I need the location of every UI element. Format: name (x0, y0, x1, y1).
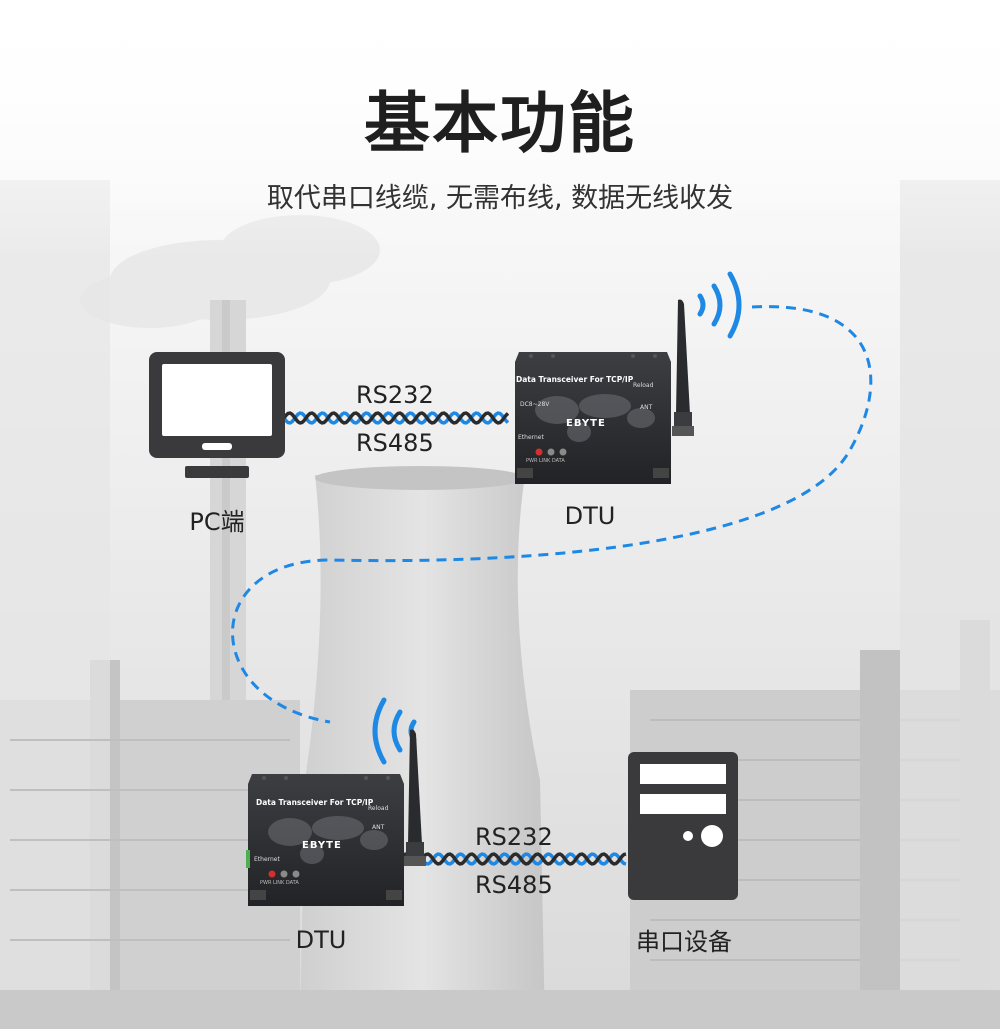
serial-device-icon (628, 752, 738, 900)
dtu-led-labels: PWR LINK DATA (260, 880, 299, 886)
dtu-device-bottom: Data Transceiver For TCP/IP Reload ANT E… (232, 697, 444, 912)
dtu-panel-title: Data Transceiver For TCP/IP (516, 375, 634, 384)
dtu-brand-logo: EBYTE (302, 840, 342, 851)
antenna-icon (404, 729, 426, 866)
dtu-ethernet-label: Ethernet (518, 434, 544, 441)
dtu-reload-label: Reload (368, 805, 389, 812)
dtu-panel-title: Data Transceiver For TCP/IP (256, 798, 374, 807)
dtu-reload-label: Reload (633, 382, 654, 389)
pc-monitor-icon (149, 352, 285, 478)
dtu-led-labels: PWR LINK DATA (526, 458, 565, 464)
link-label-bottom-rs485: RS485 (475, 871, 553, 899)
antenna-icon (672, 299, 694, 436)
node-label-dtu-top: DTU (564, 502, 616, 530)
cable-strand-dark (398, 852, 627, 866)
link-label-top-rs485: RS485 (356, 429, 434, 457)
link-label-top-rs232: RS232 (356, 381, 434, 409)
dtu-ant-label: ANT (640, 404, 653, 411)
wireless-link-top (231, 305, 873, 724)
node-label-dtu-bottom: DTU (295, 926, 347, 954)
serial-cable-top (282, 411, 510, 425)
serial-cable-bottom (398, 852, 627, 866)
page-subtitle: 取代串口线缆, 无需布线, 数据无线收发 (266, 183, 734, 214)
signal-waves-icon (697, 271, 742, 339)
dtu-ethernet-label: Ethernet (254, 856, 280, 863)
cable-strand-dark (282, 411, 510, 425)
dtu-power-label: DC8~28V (520, 401, 550, 408)
dtu-device-top: Data Transceiver For TCP/IP Reload ANT D… (500, 271, 742, 490)
cable-strand-blue (398, 852, 627, 866)
dtu-body (246, 774, 404, 906)
dtu-brand-logo: EBYTE (566, 418, 606, 429)
link-label-bottom-rs232: RS232 (475, 823, 553, 851)
dtu-body (515, 352, 671, 484)
page-title: 基本功能 (364, 85, 636, 162)
dtu-ant-label: ANT (372, 824, 385, 831)
node-label-serial-device: 串口设备 (636, 928, 732, 956)
node-label-pc: PC端 (189, 508, 245, 536)
